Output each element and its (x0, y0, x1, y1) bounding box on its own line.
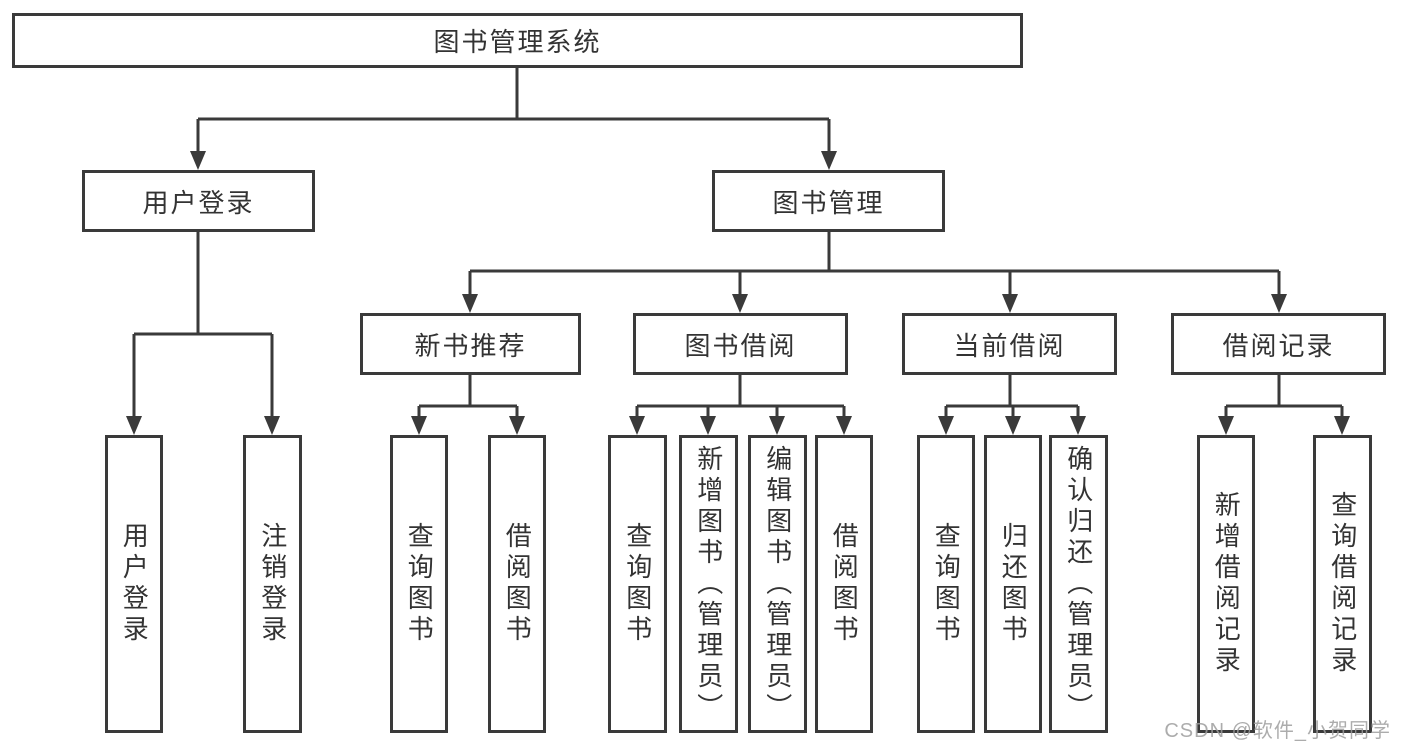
leaf-add-borrow-record: 新增借阅记录 (1197, 435, 1255, 733)
connector-root-to-level1 (196, 68, 831, 153)
leaf-label: 编辑图书（管理员） (762, 444, 793, 724)
arrow-down-icon (264, 416, 280, 435)
arrow-down-icon (769, 416, 785, 435)
arrow-down-icon (1334, 416, 1350, 435)
leaf-query-books-recommend: 查询图书 (390, 435, 448, 733)
leaf-borrow-books-recommend: 借阅图书 (488, 435, 546, 733)
leaf-user-login: 用户登录 (105, 435, 163, 733)
arrow-down-icon (821, 151, 837, 170)
leaf-query-borrow-record: 查询借阅记录 (1313, 435, 1372, 733)
arrow-down-icon (1271, 294, 1287, 313)
watermark: CSDN @软件_小贺同学 (1164, 720, 1391, 742)
arrow-down-icon (836, 416, 852, 435)
leaf-label: 查询图书 (931, 522, 962, 646)
node-book-management: 图书管理 (712, 170, 945, 232)
leaf-label: 归还图书 (998, 522, 1029, 646)
arrow-down-icon (190, 151, 206, 170)
leaf-label: 借阅图书 (502, 522, 533, 646)
leaf-label: 用户登录 (119, 522, 150, 646)
leaf-label: 查询图书 (404, 522, 435, 646)
leaf-label: 借阅图书 (829, 522, 860, 646)
arrow-down-icon (1070, 416, 1086, 435)
connector-newbooks-to-leaves (417, 375, 519, 418)
node-root: 图书管理系统 (12, 13, 1023, 68)
connector-userlogin-to-leaves (132, 232, 274, 418)
leaf-borrow-books: 借阅图书 (815, 435, 873, 733)
arrow-down-icon (126, 416, 142, 435)
node-user-login: 用户登录 (82, 170, 315, 232)
leaf-label: 新增图书（管理员） (693, 444, 724, 724)
leaf-label: 查询借阅记录 (1327, 491, 1358, 677)
leaf-logout: 注销登录 (243, 435, 302, 733)
connector-bookmgmt-to-level2 (468, 232, 1281, 296)
leaf-label: 查询图书 (622, 522, 653, 646)
arrow-down-icon (411, 416, 427, 435)
arrow-down-icon (732, 294, 748, 313)
leaf-label: 注销登录 (257, 522, 288, 646)
arrow-down-icon (462, 294, 478, 313)
connector-borrow-to-leaves (635, 375, 846, 418)
node-new-book-recommend: 新书推荐 (360, 313, 581, 375)
arrow-down-icon (1218, 416, 1234, 435)
leaf-edit-books-admin: 编辑图书（管理员） (748, 435, 807, 733)
arrow-down-icon (509, 416, 525, 435)
leaf-return-books: 归还图书 (984, 435, 1042, 733)
arrow-down-icon (1005, 416, 1021, 435)
node-current-borrow: 当前借阅 (902, 313, 1117, 375)
arrow-down-icon (700, 416, 716, 435)
leaf-query-books-current: 查询图书 (917, 435, 975, 733)
leaf-add-books-admin: 新增图书（管理员） (679, 435, 738, 733)
connector-current-to-leaves (944, 375, 1080, 418)
leaf-query-books-borrow: 查询图书 (608, 435, 667, 733)
leaf-label: 确认归还（管理员） (1063, 444, 1094, 724)
leaf-confirm-return-admin: 确认归还（管理员） (1049, 435, 1108, 733)
connector-records-to-leaves (1224, 375, 1344, 418)
leaf-label: 新增借阅记录 (1211, 491, 1242, 677)
arrow-down-icon (938, 416, 954, 435)
node-borrow-records: 借阅记录 (1171, 313, 1386, 375)
arrow-down-icon (1002, 294, 1018, 313)
arrow-down-icon (629, 416, 645, 435)
node-book-borrow: 图书借阅 (633, 313, 848, 375)
